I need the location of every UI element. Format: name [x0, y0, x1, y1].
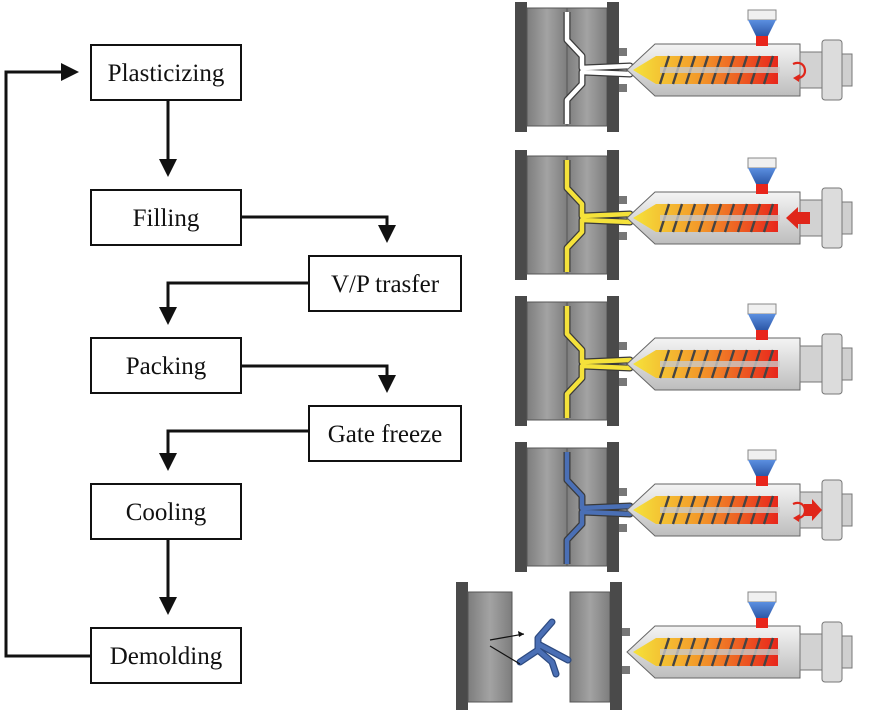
hopper-cap: [747, 303, 777, 315]
hopper: [748, 602, 776, 618]
step-box: [90, 44, 242, 101]
drive-end-cap: [841, 493, 853, 527]
screw-shaft: [660, 507, 780, 513]
screw-shaft: [660, 215, 780, 221]
mold-clamp-plate-right: [610, 582, 622, 710]
machine-illustrations: [456, 2, 853, 710]
mold-bolt-top: [622, 628, 630, 636]
drive-end-cap: [841, 635, 853, 669]
machine-packing: [515, 296, 853, 426]
mold-bolt-bottom: [619, 378, 627, 386]
drive-coupling: [799, 345, 823, 383]
step-demolding: Demolding: [90, 627, 242, 684]
rotate-arrowhead-icon: [793, 74, 800, 82]
step-cooling: Cooling: [90, 483, 242, 540]
machine-demolding: [456, 582, 853, 710]
ejection-arrow-head: [518, 631, 524, 637]
hopper-throat: [756, 618, 768, 628]
step-box: [308, 255, 462, 312]
step-plasticizing: Plasticizing: [90, 44, 242, 101]
step-label: Cooling: [126, 499, 207, 526]
step-label: Plasticizing: [108, 60, 225, 87]
mold-half-fixed: [526, 7, 568, 127]
mold-clamp-plate-left: [515, 150, 527, 280]
connector-vptransfer-packing: [159, 281, 309, 325]
ejected-part: [517, 619, 571, 677]
step-gate-freeze: Gate freeze: [308, 405, 462, 462]
hopper-throat: [756, 476, 768, 486]
hopper-cap: [747, 157, 777, 169]
step-label: Demolding: [110, 643, 223, 670]
step-label: Gate freeze: [328, 421, 442, 448]
screw-shaft: [660, 361, 780, 367]
step-vp-transfer: V/P trasfer: [308, 255, 462, 312]
step-box: [90, 483, 242, 540]
hopper-cap: [747, 591, 777, 603]
drive-motor: [821, 621, 843, 683]
mold-clamp-plate-left: [515, 296, 527, 426]
step-box: [90, 627, 242, 684]
mold-bolt-top: [619, 48, 627, 56]
hopper: [748, 314, 776, 330]
hopper: [748, 168, 776, 184]
screw-shaft: [660, 67, 780, 73]
mold-bolt-bottom: [619, 524, 627, 532]
mold-clamp-plate-left: [515, 2, 527, 132]
connector-gatefreeze-cooling: [159, 429, 309, 471]
drive-end-cap: [841, 201, 853, 235]
drive-motor: [821, 333, 843, 395]
flow-connectors: [4, 63, 396, 658]
process-flowchart: Plasticizing Filling V/P trasfer Packing…: [4, 44, 462, 684]
step-label: Filling: [133, 205, 200, 232]
drive-coupling: [799, 633, 823, 671]
mold-clamp-plate-left: [515, 442, 527, 572]
mold-half-fixed: [526, 301, 568, 421]
step-box: [308, 405, 462, 462]
machine-filling: [515, 150, 853, 280]
hopper: [748, 20, 776, 36]
hopper: [748, 460, 776, 476]
mold-clamp-plate-left: [456, 582, 468, 710]
mold-half-fixed: [526, 447, 568, 567]
connector-demolding-plasticizing: [4, 63, 91, 658]
connector-filling-vptransfer: [241, 215, 396, 243]
drive-coupling: [799, 51, 823, 89]
drive-motor: [821, 187, 843, 249]
mold-half-fixed: [526, 155, 568, 275]
mold-bolt-top: [619, 196, 627, 204]
hopper-throat: [756, 184, 768, 194]
mold-bolt-bottom: [619, 232, 627, 240]
drive-motor: [821, 479, 843, 541]
step-box: [90, 189, 242, 246]
hopper-throat: [756, 330, 768, 340]
drive-end-cap: [841, 347, 853, 381]
hopper-throat: [756, 36, 768, 46]
step-packing: Packing: [90, 337, 242, 394]
rotate-arrow-icon: [792, 61, 806, 80]
mold-bolt-bottom: [619, 84, 627, 92]
mold-half-fixed: [569, 591, 611, 703]
hopper-cap: [747, 9, 777, 21]
ejection-arrow-line: [489, 645, 521, 665]
ejection-arrow-line: [489, 633, 525, 641]
machine-plasticizing: [515, 2, 853, 132]
drive-end-cap: [841, 53, 853, 87]
forward-arrow-icon: [786, 207, 810, 229]
screw-shaft: [660, 649, 780, 655]
step-label: Packing: [126, 353, 207, 380]
hopper-cap: [747, 449, 777, 461]
mold-half-moving: [467, 591, 513, 703]
rotate-arrowhead-icon: [793, 514, 800, 522]
mold-bolt-bottom: [622, 666, 630, 674]
connector-packing-gatefreeze: [241, 364, 396, 393]
machine-cooling: [515, 442, 853, 572]
step-label: V/P trasfer: [331, 271, 440, 298]
mold-bolt-top: [619, 488, 627, 496]
step-filling: Filling: [90, 189, 242, 246]
drive-motor: [821, 39, 843, 101]
retract-arrow-icon: [804, 499, 822, 521]
step-box: [90, 337, 242, 394]
mold-bolt-top: [619, 342, 627, 350]
